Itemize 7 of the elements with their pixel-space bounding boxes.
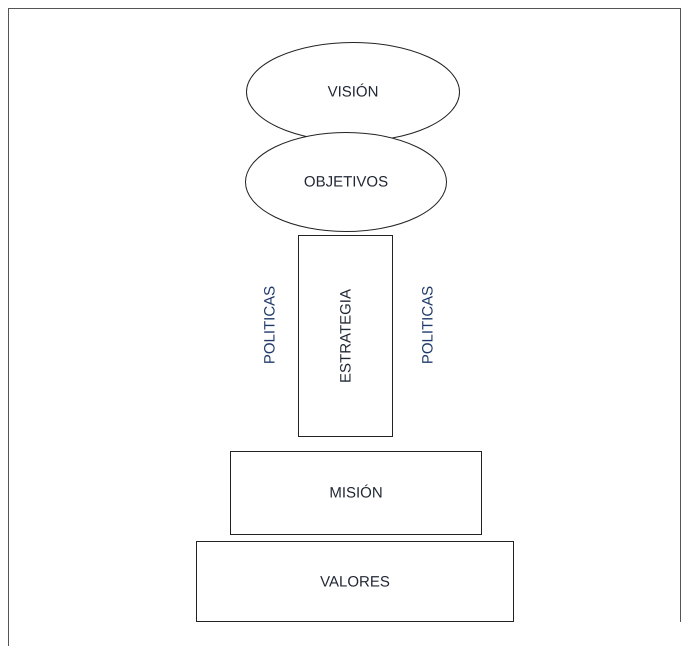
node-label: ESTRATEGIA: [337, 289, 354, 383]
side-label: POLITICAS: [262, 286, 278, 364]
side-label: POLITICAS: [420, 286, 436, 364]
node-label: VISIÓN: [328, 84, 378, 100]
node-label: OBJETIVOS: [304, 174, 388, 190]
node-label: VALORES: [320, 573, 390, 590]
node-label: MISIÓN: [329, 484, 383, 502]
